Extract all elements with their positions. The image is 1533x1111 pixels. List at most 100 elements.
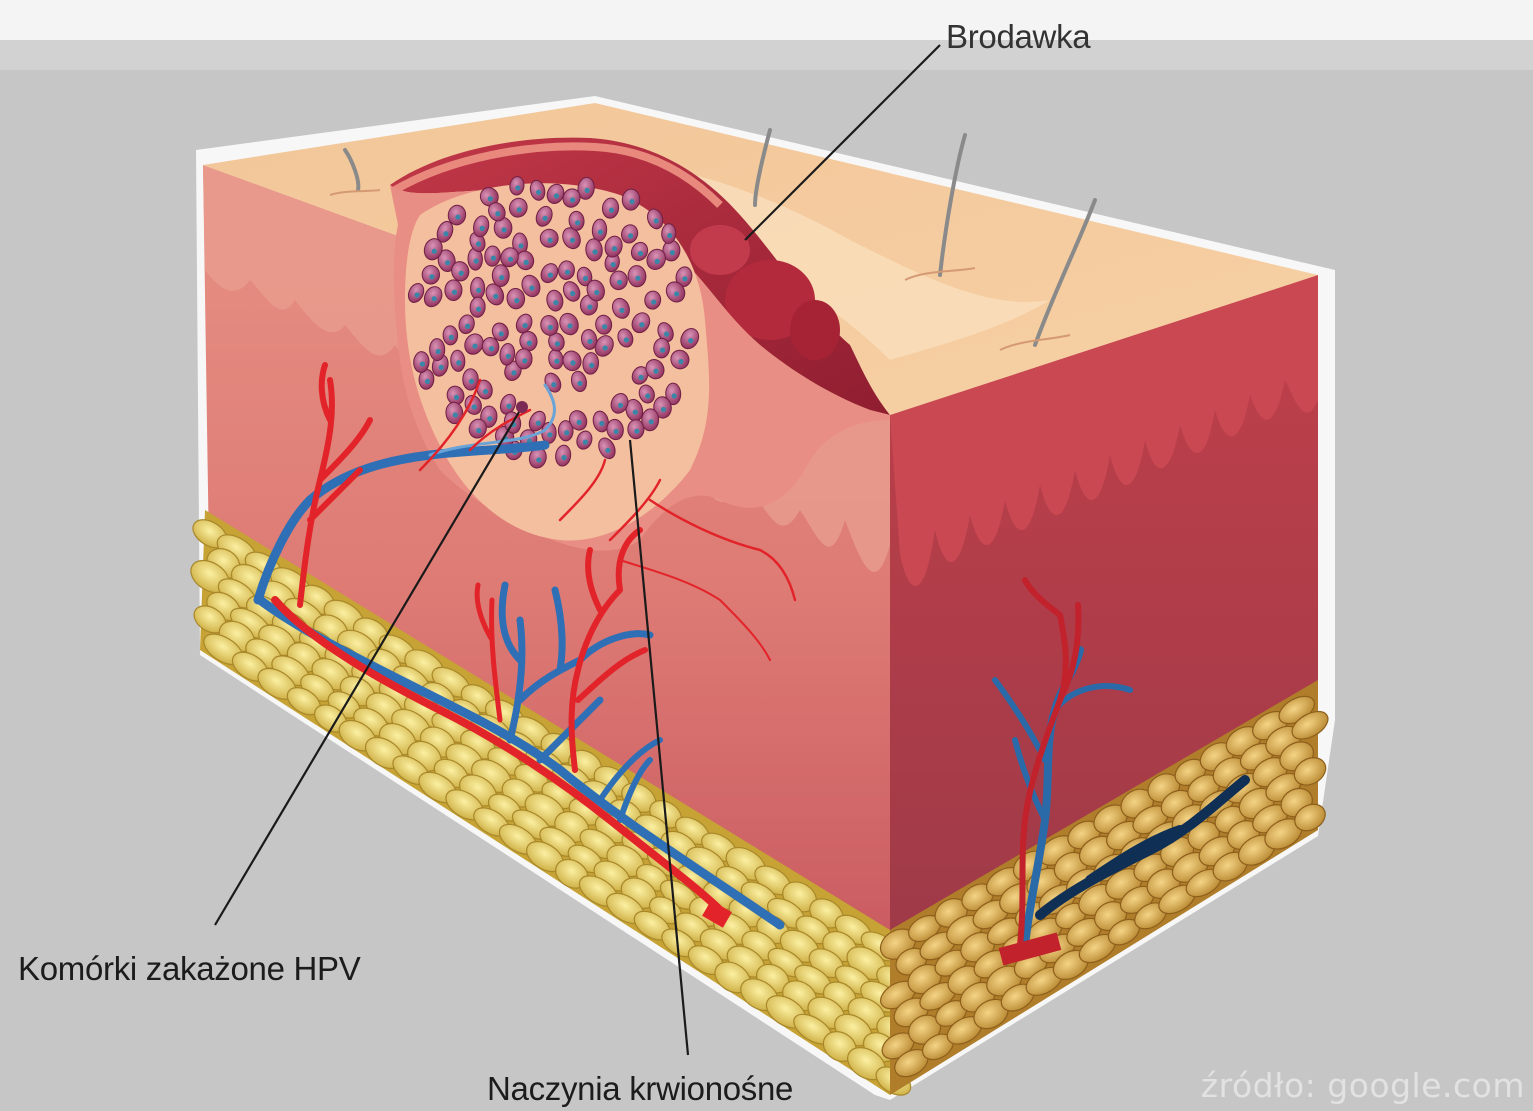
cell-nucleus (495, 211, 500, 216)
cell-nucleus (562, 455, 567, 460)
cell-nucleus (523, 323, 528, 328)
cell-nucleus (429, 274, 434, 279)
cell-nucleus (454, 395, 459, 400)
cell-nucleus (501, 227, 506, 232)
cell-nucleus (587, 304, 592, 309)
cell-nucleus (603, 345, 608, 350)
cell-nucleus (660, 348, 665, 353)
cell-nucleus (489, 346, 494, 351)
cell-nucleus (524, 260, 529, 265)
cell-nucleus (517, 207, 522, 212)
cell-nucleus (443, 231, 448, 236)
cell-nucleus (570, 360, 575, 365)
cell-nucleus (653, 369, 658, 374)
cell-nucleus (548, 238, 553, 243)
cell-nucleus (476, 241, 481, 246)
cell-nucleus (536, 190, 541, 195)
cell-nucleus (638, 375, 643, 380)
cell-nucleus (491, 255, 496, 260)
cell-nucleus (589, 363, 594, 368)
cell-nucleus (518, 243, 523, 248)
blood-vessels-label: Naczynia krwionośne (487, 1072, 793, 1105)
cell-nucleus (483, 389, 488, 394)
cell-nucleus (649, 419, 654, 424)
cell-nucleus (529, 285, 534, 290)
cell-nucleus (651, 299, 656, 304)
infected-cells-label: Komórki zakażone HPV (18, 952, 360, 985)
cell-nucleus (633, 410, 638, 415)
cell-nucleus (567, 323, 572, 328)
cell-nucleus (522, 358, 527, 363)
wart-label: Brodawka (946, 20, 1090, 53)
cell-nucleus (618, 403, 623, 408)
cell-nucleus (575, 220, 580, 225)
cell-nucleus (488, 196, 493, 201)
cell-nucleus (654, 218, 659, 223)
cell-nucleus (455, 214, 460, 219)
cell-nucleus (543, 216, 548, 221)
cell-nucleus (664, 332, 669, 337)
cell-nucleus (638, 251, 643, 256)
cell-nucleus (536, 457, 541, 462)
cell-nucleus (439, 365, 444, 370)
cell-nucleus (577, 420, 582, 425)
cell-nucleus (527, 341, 532, 346)
cell-nucleus (472, 404, 477, 409)
cell-nucleus (570, 197, 575, 202)
cell-nucleus (536, 421, 541, 426)
top-band (0, 0, 1533, 40)
wart-bump-3 (690, 225, 750, 275)
cell-nucleus (655, 259, 660, 264)
cell-nucleus (635, 276, 640, 281)
cell-nucleus (453, 412, 458, 417)
cell-nucleus (511, 370, 516, 375)
cell-nucleus (619, 308, 624, 313)
cell-nucleus (682, 276, 687, 281)
cell-nucleus (617, 280, 622, 285)
cell-nucleus (672, 393, 677, 398)
cell-nucleus (570, 291, 575, 296)
cell-nucleus (487, 416, 492, 421)
cell-nucleus (645, 393, 650, 398)
cell-nucleus (414, 292, 419, 297)
cell-nucleus (436, 349, 441, 354)
cell-nucleus (445, 260, 450, 265)
cell-nucleus (548, 273, 553, 278)
cell-nucleus (667, 233, 672, 238)
cell-nucleus (609, 208, 614, 213)
cell-nucleus (480, 226, 485, 231)
cell-nucleus (472, 343, 477, 348)
cell-nucleus (583, 276, 588, 281)
cell-nucleus (465, 324, 470, 329)
cell-nucleus (624, 337, 629, 342)
cell-nucleus (564, 430, 569, 435)
cell-nucleus (634, 429, 639, 434)
cell-nucleus (499, 331, 504, 336)
cell-nucleus (594, 290, 599, 295)
cell-nucleus (605, 448, 610, 453)
wart-bump-2 (790, 300, 840, 360)
cell-nucleus (474, 258, 479, 263)
cell-nucleus (432, 249, 437, 254)
cell-nucleus (506, 404, 511, 409)
cell-nucleus (670, 250, 675, 255)
leader-cells-target (516, 401, 528, 413)
cell-nucleus (456, 360, 461, 365)
cell-nucleus (515, 185, 520, 190)
cell-nucleus (420, 361, 425, 366)
cell-nucleus (459, 271, 464, 276)
cell-nucleus (612, 246, 617, 251)
cell-nucleus (452, 290, 457, 295)
cell-nucleus (584, 188, 589, 193)
cell-nucleus (611, 262, 616, 267)
cell-nucleus (555, 341, 560, 346)
cell-nucleus (508, 257, 513, 262)
cell-nucleus (493, 294, 498, 299)
cell-nucleus (547, 432, 552, 437)
cell-nucleus (506, 354, 511, 359)
cell-nucleus (469, 379, 474, 384)
cell-nucleus (661, 407, 666, 412)
cell-nucleus (565, 270, 570, 275)
cell-nucleus (588, 339, 593, 344)
